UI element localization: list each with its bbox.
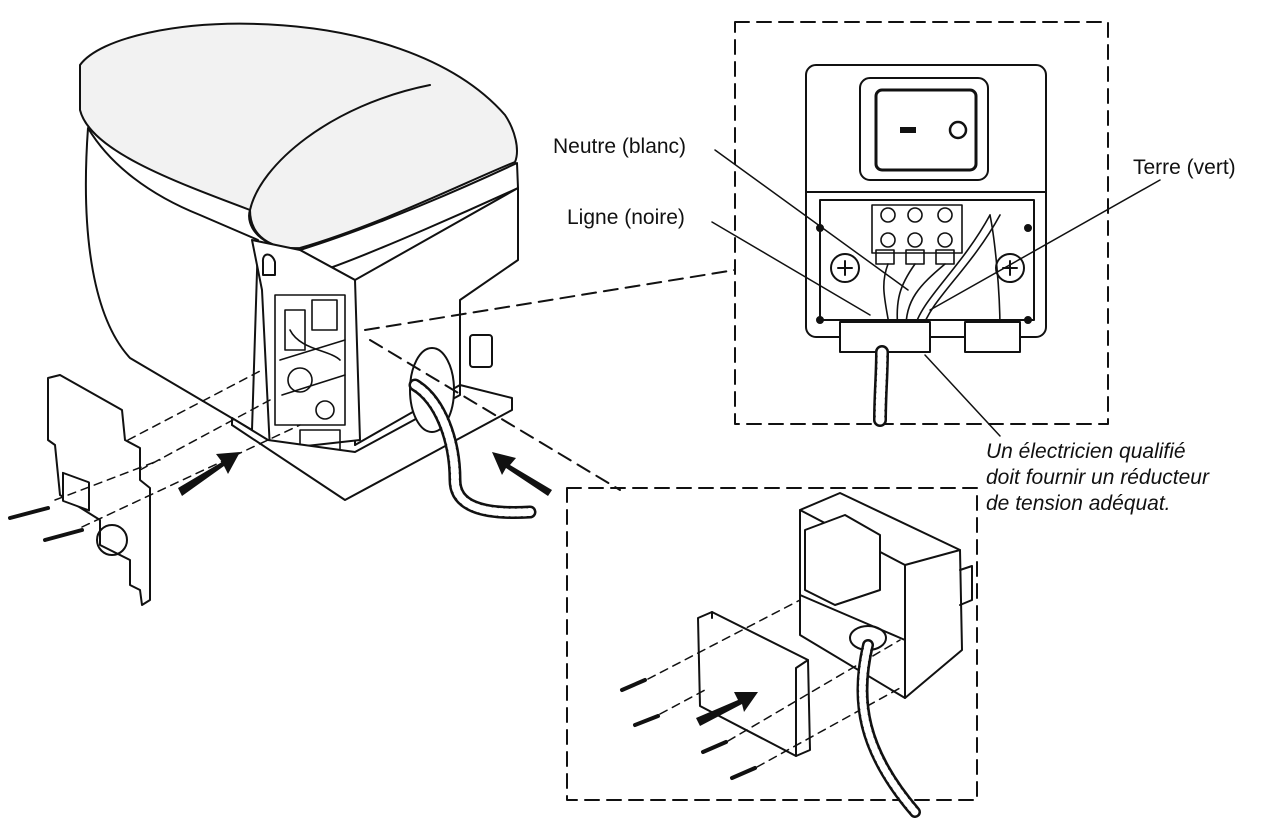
cable-knockout-right (964, 321, 1021, 353)
front-access-panel (8, 369, 552, 606)
panel-alignment-lines (54, 369, 301, 528)
cord-gland (261, 253, 276, 276)
cover-screws (620, 678, 757, 780)
supply-conduit-highlight (875, 347, 887, 425)
note-leader (924, 354, 1001, 437)
lid-seam (249, 84, 431, 211)
arrow-push-hose (492, 452, 552, 496)
terminal-block (871, 204, 963, 265)
electrician-note-line3: de tension adéquat. (986, 492, 1171, 515)
hose-grommet (469, 334, 493, 368)
cover-plate (697, 611, 811, 757)
cover-detail-frame (566, 487, 978, 801)
ground-leader (929, 179, 1161, 311)
appliance-lid (79, 22, 518, 250)
cover-conduit-highlight (858, 641, 919, 816)
cover-plate-edge (711, 611, 809, 757)
panel-screw-1 (8, 506, 50, 520)
neutral-leader (714, 149, 909, 291)
cover-detail (566, 487, 978, 818)
wiring-detail-frame (734, 21, 1109, 425)
appliance-unit (79, 22, 537, 519)
electrician-note-line2: doit fournir un réducteur (986, 466, 1209, 489)
line-wire-label: Ligne (noire) (567, 206, 685, 229)
wire-bundle (883, 214, 1001, 331)
box-mount-screws (816, 224, 1032, 324)
label-leaders (711, 149, 1161, 437)
arrow-push-panel (178, 452, 240, 496)
front-panel-hole (96, 524, 128, 556)
arrow-push-cover (696, 692, 758, 726)
neutral-wire-label: Neutre (blanc) (553, 135, 687, 158)
ground-wire-label: Terre (vert) (1133, 156, 1236, 179)
switch-on-mark (948, 120, 968, 140)
switch-off-mark (900, 127, 916, 133)
internal-mechanism (274, 294, 346, 451)
cover-alignment-lines (647, 599, 901, 768)
box-mounting-tabs (959, 565, 973, 606)
drain-hose-highlight (411, 381, 534, 517)
line-leader (711, 221, 871, 316)
panel-screw-2 (43, 528, 84, 542)
switch-housing (804, 514, 881, 606)
appliance-tank (84, 127, 259, 431)
wiring-detail (734, 21, 1109, 427)
box-open-face (799, 594, 906, 641)
electrician-note-line1: Un électricien qualifié (986, 440, 1186, 463)
rocker-switch (874, 88, 978, 172)
callout-leaders (364, 269, 736, 491)
